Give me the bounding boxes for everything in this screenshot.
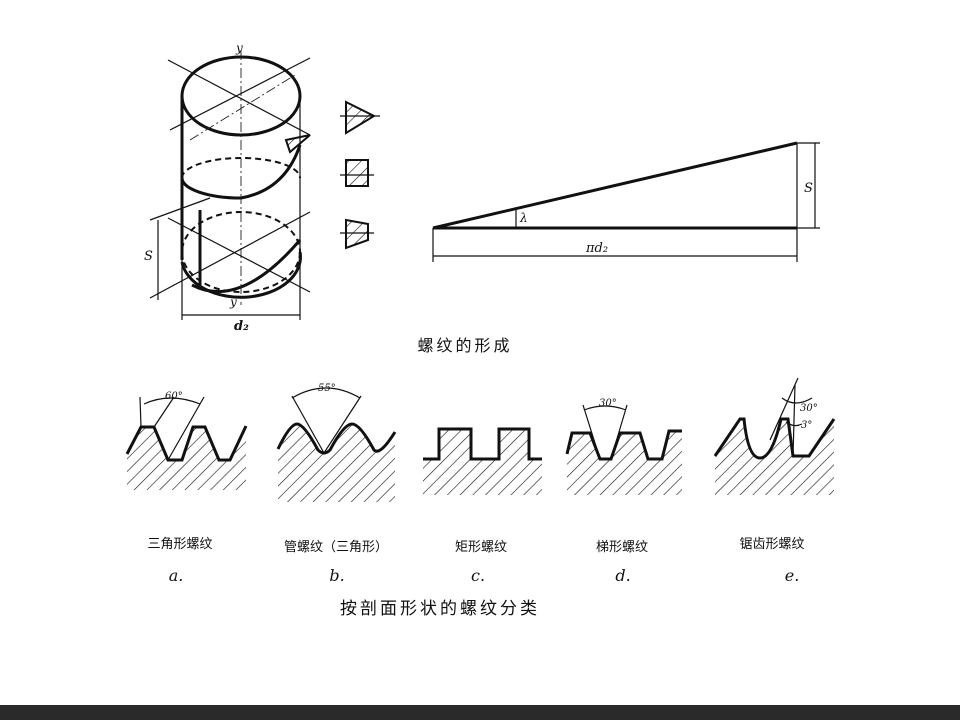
axis-label-top: y: [235, 41, 243, 55]
profile-e-buttress: [713, 377, 836, 495]
circumference-label: πd₂: [585, 241, 608, 256]
profile-c-rectangular: [423, 427, 542, 495]
pitch-label: S: [144, 249, 153, 264]
axis-label-bottom: y: [229, 295, 237, 309]
profile-letter-a: a.: [168, 566, 184, 585]
angle-label-e: 30°: [800, 403, 818, 414]
profile-letter-e: e.: [784, 566, 800, 585]
profile-letter-d: d.: [615, 566, 631, 585]
profile-letter-c: c.: [470, 566, 486, 585]
profile-d-trapezoidal: [565, 404, 682, 495]
triangle-section-icon: [345, 100, 377, 135]
section-icons: [340, 100, 380, 250]
angle-label-e2: 3°: [801, 420, 812, 431]
angle-label-a: 60°: [165, 391, 183, 402]
square-section-icon: [345, 159, 369, 187]
profile-name-b: 管螺纹（三角形）: [283, 540, 389, 555]
profile-name-a: 三角形螺纹: [147, 537, 213, 552]
unrolled-helix-triangle: [432, 141, 820, 262]
lead-angle-label: λ: [519, 211, 528, 225]
helix-cylinder: [149, 50, 311, 320]
profile-b-pipe: [276, 387, 397, 502]
triangle-height-label: S: [804, 181, 813, 196]
profile-letter-b: b.: [329, 566, 345, 585]
profile-name-c: 矩形螺纹: [454, 540, 508, 555]
profile-a-triangular: [125, 396, 248, 490]
angle-label-d: 30°: [599, 398, 617, 409]
profile-name-d: 梯形螺纹: [595, 540, 649, 555]
trapezoid-section-icon: [345, 218, 369, 250]
diameter-label: d₂: [234, 319, 249, 334]
angle-label-b: 55°: [318, 383, 336, 394]
formation-caption: 螺纹的形成: [417, 336, 513, 355]
profile-name-e: 锯齿形螺纹: [739, 537, 805, 552]
classification-caption: 按剖面形状的螺纹分类: [340, 599, 540, 619]
bottom-bar: [0, 705, 960, 720]
